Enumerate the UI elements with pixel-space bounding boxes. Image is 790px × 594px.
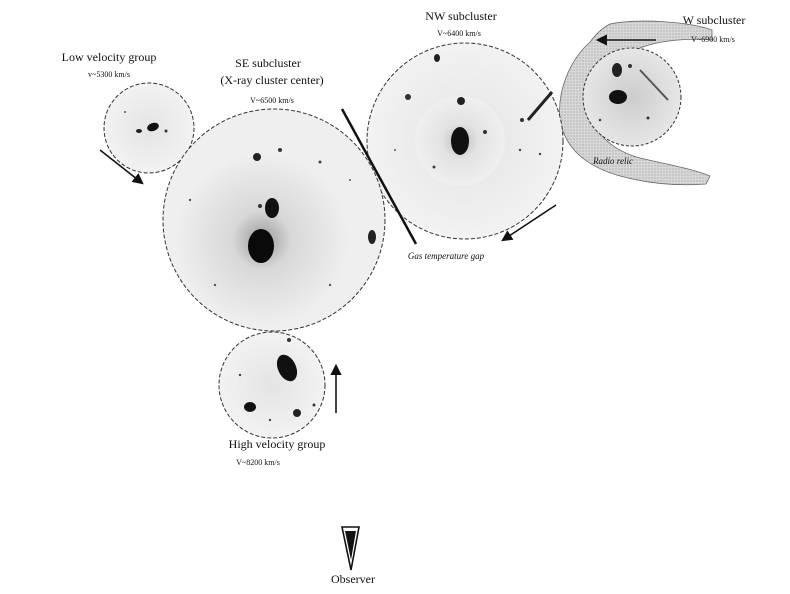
w-velocity: V~6900 km/s — [691, 35, 735, 44]
hv-galaxy-3 — [293, 409, 301, 417]
w-galaxy-main — [609, 90, 627, 104]
w-title: W subcluster — [683, 13, 746, 27]
nw-galaxy-2 — [457, 97, 465, 105]
se-central-galaxy — [248, 229, 274, 263]
low-velocity-arrow — [99, 149, 144, 185]
w-galaxy-3 — [628, 64, 632, 68]
w-streak — [639, 69, 669, 101]
high-velocity-title: High velocity group — [229, 437, 326, 451]
se-galaxy-4 — [368, 230, 376, 244]
w-galaxy-2 — [612, 63, 622, 77]
nw-title: NW subcluster — [425, 9, 496, 23]
w-subcluster — [582, 47, 682, 147]
gap-label: Gas temperature gap — [408, 251, 485, 261]
se-title: SE subcluster — [235, 56, 301, 70]
se-galaxy-2 — [265, 198, 279, 218]
nw-motion-arrow — [501, 204, 557, 242]
se-subcluster — [162, 108, 386, 332]
high-velocity-group — [218, 331, 326, 439]
lv-galaxy-1 — [147, 122, 159, 132]
low-velocity-velocity: v~5300 km/s — [88, 70, 130, 79]
gas-temperature-gap-line — [340, 108, 418, 245]
high-velocity-velocity: V~8200 km/s — [236, 458, 280, 467]
nw-galaxy-3 — [434, 54, 440, 62]
nw-velocity: V~6400 km/s — [437, 29, 481, 38]
se-velocity: V~6500 km/s — [250, 96, 294, 105]
low-velocity-title: Low velocity group — [62, 50, 157, 64]
observer-label: Observer — [331, 572, 375, 586]
relic-label: Radio relic — [592, 156, 633, 166]
nw-central-galaxy — [451, 127, 469, 155]
nw-streak — [526, 91, 554, 121]
hv-galaxy-2 — [244, 402, 256, 412]
lv-galaxy-2 — [136, 129, 142, 133]
se-subtitle: (X-ray cluster center) — [220, 73, 323, 87]
hv-galaxy-1 — [276, 354, 298, 382]
nw-subcluster — [366, 42, 564, 240]
observer-eye-icon — [341, 526, 360, 571]
se-galaxy-3 — [253, 153, 261, 161]
low-velocity-group — [103, 82, 195, 174]
